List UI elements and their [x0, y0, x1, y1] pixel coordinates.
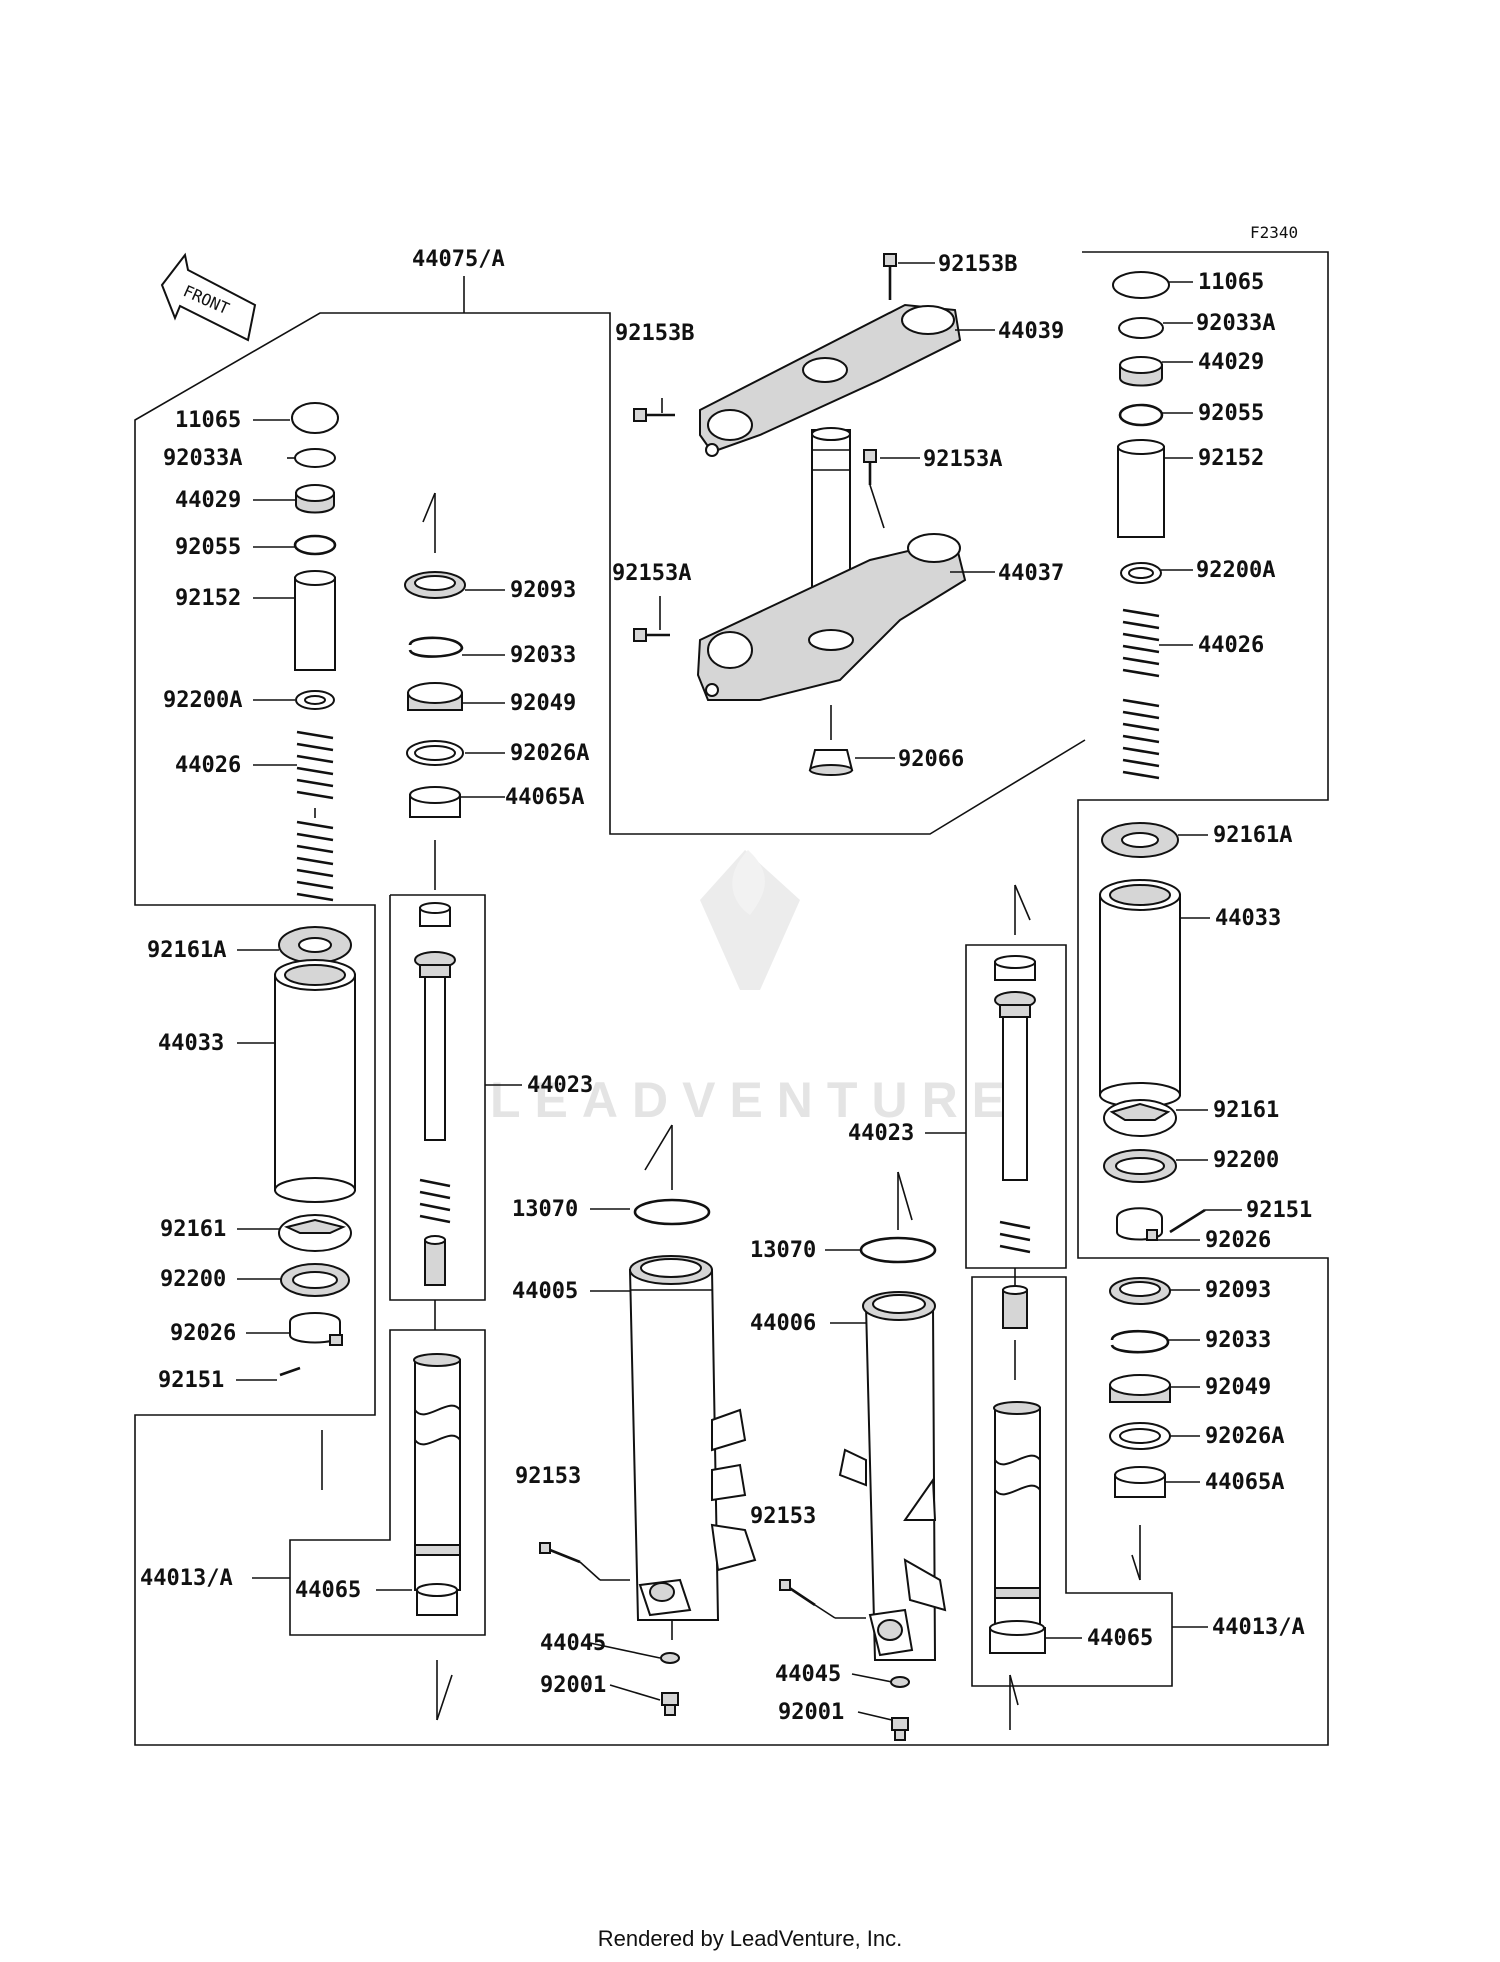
label-r-plug: 44029 [1198, 350, 1264, 375]
assembly-outlines [134, 251, 1329, 1746]
label-steering-stem: 44037 [998, 561, 1064, 586]
top-clamp [699, 303, 962, 457]
label-top-clamp: 44039 [998, 319, 1064, 344]
left-drain-parts [660, 1652, 680, 1716]
label-l-seal: 92093 [510, 578, 576, 603]
label-r-screw: 92151 [1246, 1198, 1312, 1223]
label-l-spring: 44026 [175, 753, 241, 778]
part-labels: 44075/A 92153B 92153B 44039 92153A 92153… [140, 247, 1312, 1725]
label-r-spring: 44026 [1198, 633, 1264, 658]
label-r-bolt: 92153 [750, 1504, 816, 1529]
right-spring [1122, 608, 1160, 780]
label-r-cylinder: 44023 [848, 1121, 914, 1146]
left-outer-tube [628, 1124, 757, 1640]
left-cartridge [404, 492, 466, 1330]
stem-bolt-upper-icon [863, 449, 885, 529]
label-r-oring-a: 92033A [1196, 311, 1275, 336]
right-top-parts [1112, 271, 1170, 584]
left-lower-parts [274, 926, 356, 1377]
label-l-drain: 92001 [540, 1673, 606, 1698]
label-r-bushing-a: 44065A [1205, 1470, 1284, 1495]
right-inner-tube [989, 1401, 1046, 1730]
diagram-code: F2340 [1250, 223, 1298, 242]
left-spring [296, 730, 334, 902]
watermark: LEADVENTURE [490, 850, 1019, 1128]
label-r-inner-tube: 44013/A [1212, 1615, 1305, 1640]
label-l-bushing: 44065 [295, 1578, 361, 1603]
left-bolt-icon [539, 1542, 630, 1581]
label-r-washer-26a: 92026A [1205, 1424, 1284, 1449]
label-r-washer-161: 92161 [1213, 1098, 1279, 1123]
right-cartridge [994, 884, 1036, 1380]
label-l-ring: 13070 [512, 1197, 578, 1222]
label-l-collar: 92152 [175, 586, 241, 611]
label-r-gasket: 44045 [775, 1662, 841, 1687]
label-r-seal: 92093 [1205, 1278, 1271, 1303]
label-r-cap: 11065 [1198, 270, 1264, 295]
stem-nut [808, 705, 854, 776]
side-bolt-icon [633, 408, 675, 422]
right-outer-tube [838, 1171, 947, 1661]
top-bolt-icon [883, 253, 897, 300]
label-l-oring-a: 92033A [163, 446, 242, 471]
label-top-clamp-bolt-side: 92153B [615, 321, 694, 346]
label-top-clamp-bolt: 92153B [938, 252, 1017, 277]
footer-credit: Rendered by LeadVenture, Inc. [598, 1926, 903, 1951]
label-l-cover: 44033 [158, 1031, 224, 1056]
right-bolt-icon [779, 1579, 866, 1619]
label-l-inner-tube: 44013/A [140, 1566, 233, 1591]
left-inner-tube [321, 1353, 461, 1721]
label-l-cap: 11065 [175, 408, 241, 433]
lower-bracket [696, 533, 967, 701]
right-lower-parts [1099, 822, 1206, 1581]
label-r-oring: 92055 [1198, 401, 1264, 426]
label-l-gasket: 44045 [540, 1631, 606, 1656]
label-l-oring: 92055 [175, 535, 241, 560]
label-l-washer-26a: 92026A [510, 741, 589, 766]
label-l-clamp: 92026 [170, 1321, 236, 1346]
leader-lines [236, 262, 1242, 1721]
right-drain-parts [890, 1676, 910, 1741]
label-r-circlip: 92033 [1205, 1328, 1271, 1353]
label-l-outer-tube: 44005 [512, 1279, 578, 1304]
left-top-parts [291, 402, 339, 710]
label-r-washer-a: 92200A [1196, 558, 1275, 583]
label-l-cylinder: 44023 [527, 1073, 593, 1098]
label-l-oil-seal: 92049 [510, 691, 576, 716]
label-stem-bolt-lower: 92153A [612, 561, 691, 586]
label-r-bushing: 44065 [1087, 1626, 1153, 1651]
label-l-washer-200: 92200 [160, 1267, 226, 1292]
label-r-collar: 92152 [1198, 446, 1264, 471]
label-l-bolt: 92153 [515, 1464, 581, 1489]
label-assembly-top: 44075/A [412, 247, 505, 272]
label-r-cover: 44033 [1215, 906, 1281, 931]
label-l-screw: 92151 [158, 1368, 224, 1393]
label-stem-nut: 92066 [898, 747, 964, 772]
label-r-washer-161a: 92161A [1213, 823, 1292, 848]
label-l-plug: 44029 [175, 488, 241, 513]
label-l-bushing-a: 44065A [505, 785, 584, 810]
label-r-oil-seal: 92049 [1205, 1375, 1271, 1400]
label-r-outer-tube: 44006 [750, 1311, 816, 1336]
stem-bolt-lower-icon [633, 628, 670, 642]
label-l-washer-161a: 92161A [147, 938, 226, 963]
watermark-text: LEADVENTURE [490, 1072, 1019, 1128]
label-r-clamp: 92026 [1205, 1228, 1271, 1253]
label-l-washer-a: 92200A [163, 688, 242, 713]
label-r-washer-200: 92200 [1213, 1148, 1279, 1173]
front-arrow: FRONT [160, 252, 257, 342]
label-l-circlip: 92033 [510, 643, 576, 668]
label-stem-bolt-upper: 92153A [923, 447, 1002, 472]
label-r-ring: 13070 [750, 1238, 816, 1263]
label-r-drain: 92001 [778, 1700, 844, 1725]
label-l-washer-161: 92161 [160, 1217, 226, 1242]
